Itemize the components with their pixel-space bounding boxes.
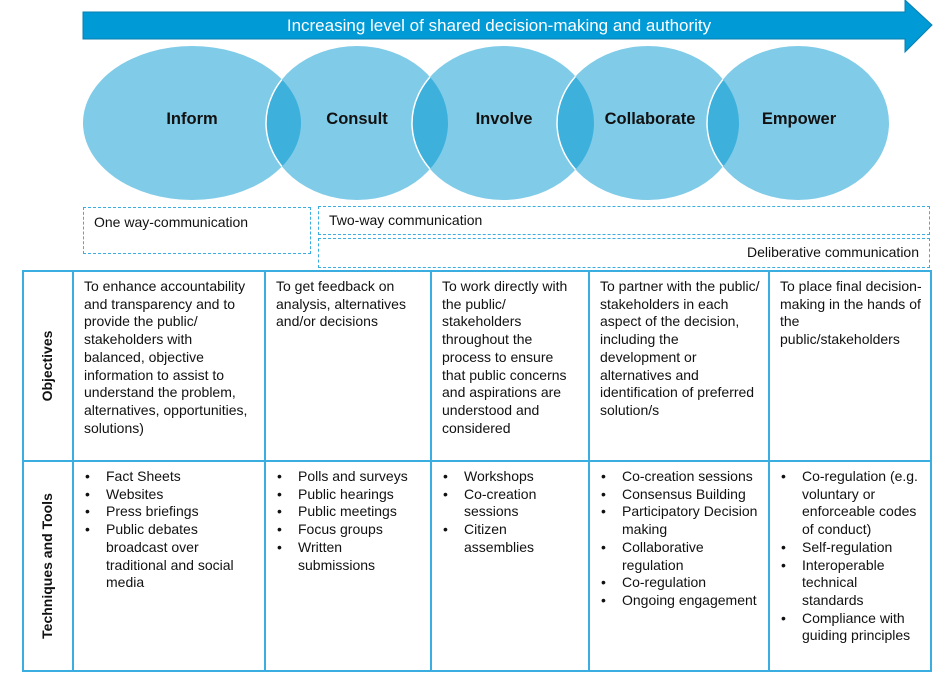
tool-item: Public meetings [277, 503, 422, 521]
tool-item: Co-regulation (e.g. voluntary or enforce… [781, 468, 922, 539]
deliberative-communication-box: Deliberative communication [318, 238, 930, 268]
ellipse-involve [412, 46, 594, 200]
tools-cell: Co-creation sessionsConsensus BuildingPa… [588, 460, 770, 672]
tool-item: Websites [85, 486, 256, 504]
spectrum-table: Objectives To enhance accountability and… [22, 270, 932, 672]
tools-cell: Co-regulation (e.g. voluntary or enforce… [768, 460, 932, 672]
row-header-objectives: Objectives [22, 270, 74, 462]
tool-item: Fact Sheets [85, 468, 256, 486]
tool-item: Public debates broadcast over traditiona… [85, 521, 256, 592]
objectives-row: Objectives To enhance accountability and… [22, 270, 932, 462]
tool-item: Participatory Decision making [601, 503, 760, 538]
tools-cell: Polls and surveysPublic hearingsPublic m… [264, 460, 432, 672]
row-header-tools: Techniques and Tools [22, 460, 74, 672]
tool-item: Public hearings [277, 486, 422, 504]
tool-item: Written submissions [277, 539, 422, 574]
tools-list: Co-creation sessionsConsensus BuildingPa… [600, 468, 760, 610]
tool-item: Consensus Building [601, 486, 760, 504]
tools-row: Techniques and Tools Fact SheetsWebsites… [22, 460, 932, 672]
tool-item: Citizen assemblies [443, 521, 580, 556]
tool-item: Polls and surveys [277, 468, 422, 486]
tools-list: Fact SheetsWebsitesPress briefingsPublic… [84, 468, 256, 592]
stage-involve: Involve [475, 110, 533, 128]
tool-item: Press briefings [85, 503, 256, 521]
tools-list: WorkshopsCo-creation sessionsCitizen ass… [442, 468, 580, 557]
tool-item: Collaborative regulation [601, 539, 760, 574]
ellipse-consult [266, 46, 448, 200]
ellipse-overlaps [265, 46, 739, 200]
tool-item: Self-regulation [781, 539, 922, 557]
arrow-label: Increasing level of shared decision-maki… [286, 16, 712, 35]
tool-item: Interoperable technical standards [781, 557, 922, 610]
stage-ellipses [83, 46, 889, 200]
objective-cell: To enhance accountability and transparen… [72, 270, 266, 462]
stage-collaborate: Collaborate [604, 110, 696, 128]
stage-consult: Consult [326, 110, 388, 128]
row-header-label: Objectives [39, 330, 56, 402]
tool-item: Ongoing engagement [601, 592, 760, 610]
row-header-label: Techniques and Tools [39, 493, 56, 639]
spectrum-graphic [82, 0, 933, 200]
tools-cell: WorkshopsCo-creation sessionsCitizen ass… [430, 460, 590, 672]
tool-item: Compliance with guiding principles [781, 610, 922, 645]
ellipse-inform [83, 46, 301, 200]
tools-list: Co-regulation (e.g. voluntary or enforce… [780, 468, 922, 645]
objective-cell: To place final decision-making in the ha… [768, 270, 932, 462]
tool-item: Co-regulation [601, 574, 760, 592]
tool-item: Focus groups [277, 521, 422, 539]
one-way-communication-box: One way-communication [83, 207, 311, 254]
arrow-icon [82, 0, 933, 54]
objective-cell: To work directly with the public/ stakeh… [430, 270, 590, 462]
stage-empower: Empower [761, 110, 837, 128]
objective-cell: To partner with the public/ stakeholders… [588, 270, 770, 462]
tools-list: Polls and surveysPublic hearingsPublic m… [276, 468, 422, 574]
tool-item: Co-creation sessions [601, 468, 760, 486]
ellipse-empower [707, 46, 889, 200]
stage-inform: Inform [166, 110, 218, 128]
ellipse-collaborate [557, 46, 739, 200]
tools-cell: Fact SheetsWebsitesPress briefingsPublic… [72, 460, 266, 672]
two-way-communication-box: Two-way communication [318, 206, 930, 235]
tool-item: Co-creation sessions [443, 486, 580, 521]
objective-cell: To get feedback on analysis, alternative… [264, 270, 432, 462]
tool-item: Workshops [443, 468, 580, 486]
